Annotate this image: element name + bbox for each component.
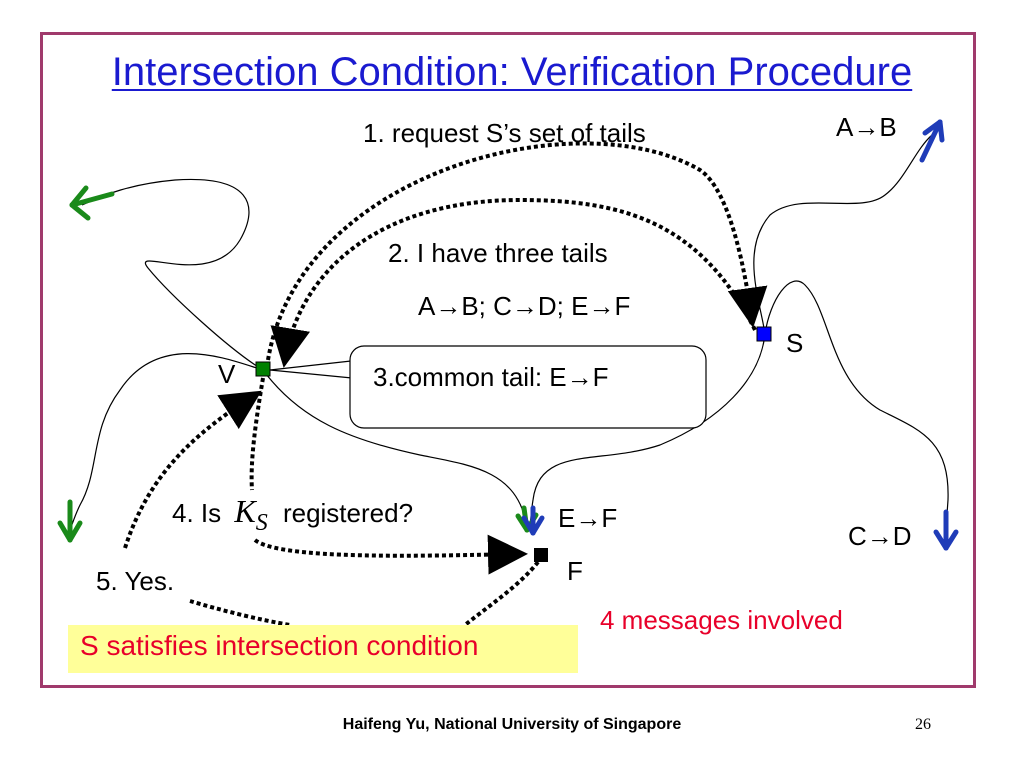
node-s [756,326,772,342]
green-arrow-icon-bottom-left [57,499,83,543]
walk-v-to-callout [269,359,361,379]
blue-arrow-icon-f [521,505,545,536]
walk-v-to-f [262,369,527,523]
node-f-label: F [567,556,583,586]
message-f-connector-bottom [463,560,540,627]
slide-title: Intersection Condition: Verification Pro… [111,50,913,94]
message-4-prefix: 4. Is [172,498,221,528]
green-arrow-icon-top-left [69,185,115,221]
node-v [255,361,271,377]
edge-label-cd: C→D [848,521,912,551]
message-5-connector-bottom [189,599,291,627]
node-v-label: V [218,359,236,389]
node-s-label: S [786,328,803,358]
walk-v-upper [81,178,264,371]
message-5-label: 5. Yes. [96,566,174,596]
message-3-label: 3.common tail: E→F [373,362,609,392]
message-5-arrow [123,390,262,549]
walk-s-right [764,280,949,536]
edge-label-ef: E→F [558,503,617,533]
message-4-symbol: K [233,493,257,529]
walk-v-lower [69,353,264,531]
slide-footer: Haifeng Yu, National University of Singa… [342,716,682,733]
message-2-arrow [270,197,757,368]
slide-frame [40,32,976,688]
message-2-tail-list: A→B; C→D; E→F [418,291,630,321]
message-4-label: 4. Is KS registered? [172,493,413,536]
messages-count-note: 4 messages involved [600,605,843,635]
page-number: 26 [915,716,931,733]
walk-s-upper [753,134,933,335]
blue-arrow-icon-ab [919,119,945,163]
message-2-label: 2. I have three tails [388,238,608,268]
edge-label-ab: A→B [836,112,897,142]
message-1-arrow [266,141,768,361]
message-1-label: 1. request S’s set of tails [363,118,646,148]
node-f [534,548,548,562]
blue-arrow-icon-cd [933,509,959,551]
message-4-arrow [253,534,528,575]
conclusion-text: S satisfies intersection condition [80,630,479,661]
message-4-subscript: S [256,510,268,536]
common-tail-callout [349,345,707,429]
conclusion-highlight [68,625,578,673]
message-4-suffix: registered? [283,498,413,528]
